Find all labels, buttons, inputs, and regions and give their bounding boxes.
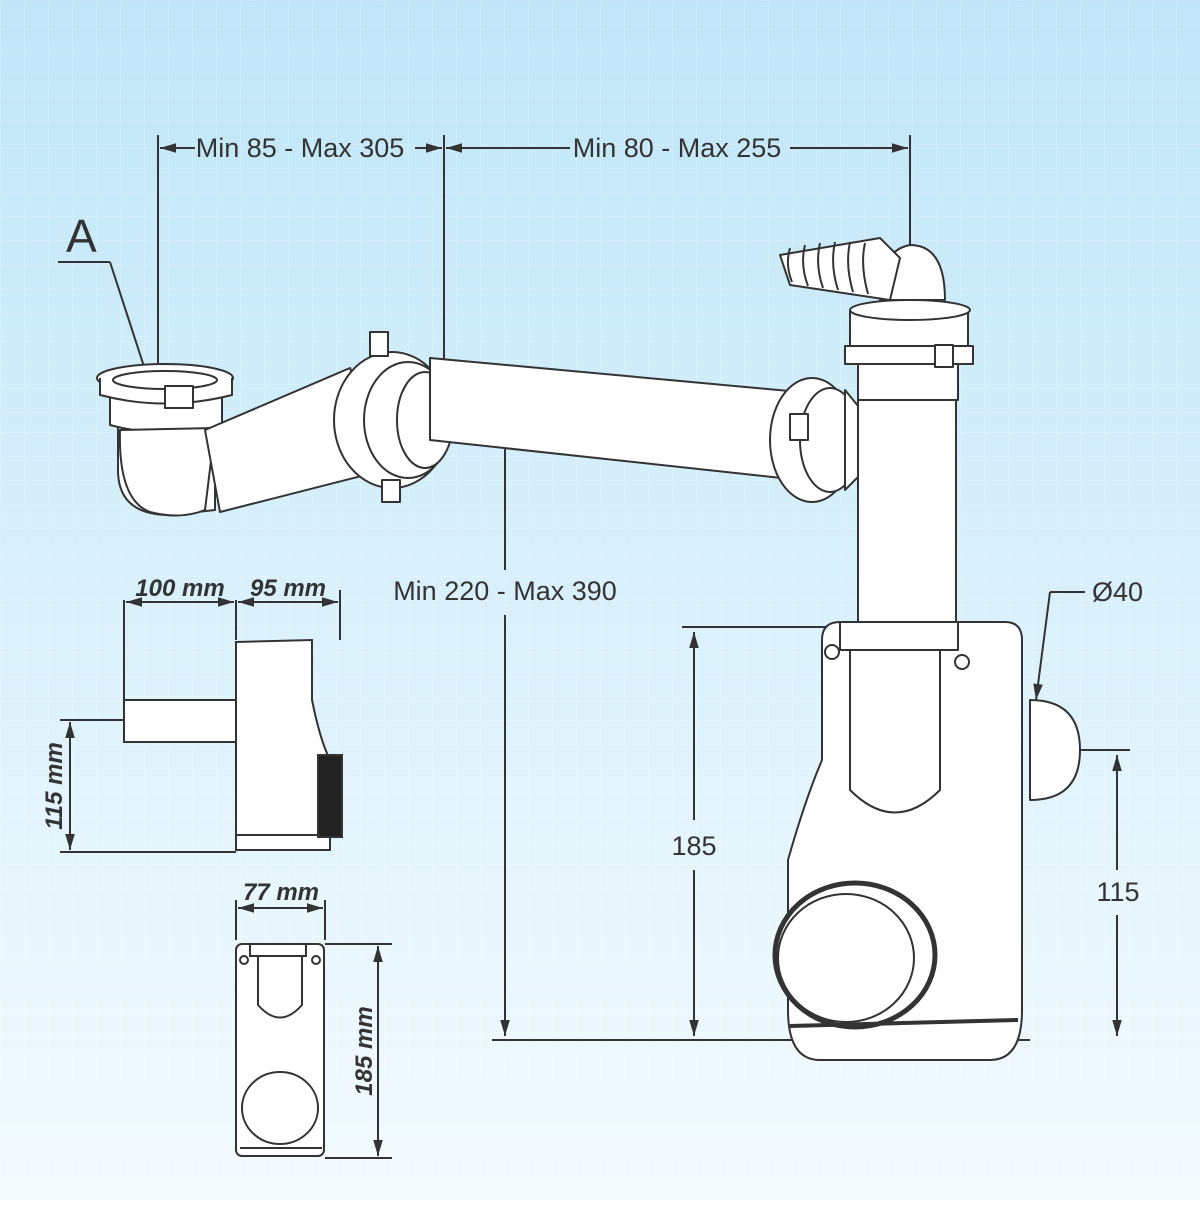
- side-view-drawing: [60, 590, 343, 853]
- sink-trap-assembly: [96, 237, 1081, 1061]
- dim-top-right: Min 80 - Max 255: [573, 133, 782, 163]
- callout-label-a: A: [66, 210, 97, 262]
- dim-top-left: Min 85 - Max 305: [196, 133, 405, 163]
- front-height: 185 mm: [351, 1006, 378, 1095]
- dim-vertical-total: Min 220 - Max 390: [393, 576, 617, 606]
- front-view-drawing: [235, 900, 392, 1159]
- side-height: 115 mm: [41, 742, 68, 830]
- dim-height-main: 185: [671, 831, 716, 861]
- dim-outlet-height: 115: [1096, 877, 1139, 907]
- side-width-b: 95 mm: [250, 575, 326, 602]
- front-width: 77 mm: [243, 879, 319, 906]
- dim-outlet-diameter: Ø40: [1092, 577, 1143, 607]
- side-width-a: 100 mm: [135, 575, 224, 602]
